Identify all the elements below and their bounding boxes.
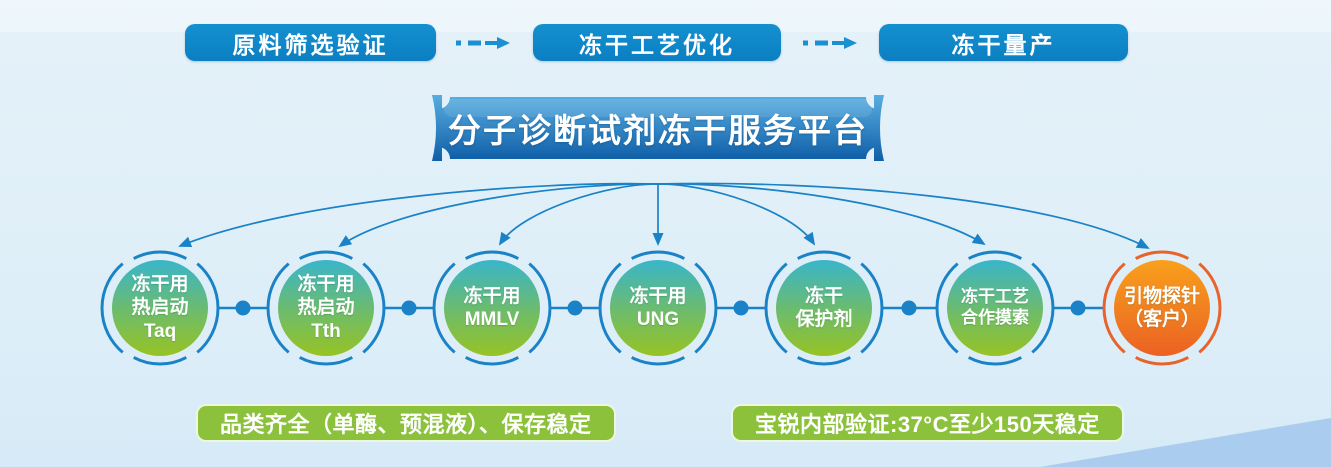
note-stability-validation: 宝锐内部验证:37°C至少150天稳定 [731, 404, 1124, 442]
node-line: 冻干用 [131, 274, 189, 296]
node-line: MMLV [464, 309, 520, 330]
step-lyophilization-mass-production: 冻干量产 [879, 24, 1128, 61]
link-dot [567, 300, 583, 316]
link-dot [401, 300, 417, 316]
node-mmlv: 冻干用 MMLV [444, 260, 540, 356]
node-hotstart-tth: 冻干用 热启动 Tth [278, 260, 374, 356]
node-line: 热启动 [131, 297, 189, 319]
platform-banner: 分子诊断试剂冻干服务平台 [430, 95, 886, 161]
fan-arrow-7 [657, 182, 1150, 249]
fan-arrow-1 [178, 182, 659, 248]
fan-arrow-2 [338, 183, 659, 248]
node-line: 合作摸索 [961, 308, 1029, 327]
link-dot [1070, 300, 1086, 316]
dashed-arrow-icon [456, 37, 510, 49]
node-line: 冻干用 [463, 285, 521, 307]
node-ung: 冻干用 UNG [610, 260, 706, 356]
node-line: 冻干工艺 [961, 287, 1029, 307]
platform-title: 分子诊断试剂冻干服务平台 [448, 112, 868, 149]
node-line: 冻干用 [297, 274, 355, 296]
node-line: 冻干用 [629, 285, 687, 307]
note-label: 品类齐全（单酶、预混液）、保存稳定 [220, 412, 592, 437]
step-label: 原料筛选验证 [232, 31, 389, 58]
link-dot [733, 300, 749, 316]
step-lyophilization-process-optimization: 冻干工艺优化 [533, 24, 781, 61]
node-lyoprotectant: 冻干 保护剂 [776, 260, 872, 356]
node-line: 保护剂 [795, 309, 853, 330]
step-raw-material-screening: 原料筛选验证 [185, 24, 436, 61]
node-primer-probe-customer: 引物探针 （客户） [1114, 260, 1210, 356]
fan-arrow-6 [657, 183, 986, 246]
step-label: 冻干工艺优化 [579, 31, 735, 58]
link-dot [901, 300, 917, 316]
node-line: （客户） [1123, 309, 1200, 330]
link-dot [235, 300, 251, 316]
step-label: 冻干量产 [951, 31, 1056, 58]
dashed-arrow-icon [803, 37, 857, 49]
node-line: UNG [636, 309, 680, 330]
fan-arrow-5 [657, 183, 816, 246]
node-line: Taq [143, 320, 177, 342]
fan-arrow-3 [498, 183, 659, 246]
node-line: 热启动 [297, 297, 355, 319]
node-line: 冻干 [804, 285, 843, 307]
node-line: 引物探针 [1123, 285, 1200, 307]
note-product-range: 品类齐全（单酶、预混液）、保存稳定 [196, 404, 616, 442]
node-hotstart-taq: 冻干用 热启动 Taq [112, 260, 208, 356]
node-process-cooperation: 冻干工艺 合作摸索 [947, 260, 1043, 356]
banner-plaque-shape [432, 95, 884, 161]
node-line: Tth [311, 320, 341, 342]
note-label: 宝锐内部验证:37°C至少150天稳定 [755, 412, 1100, 437]
